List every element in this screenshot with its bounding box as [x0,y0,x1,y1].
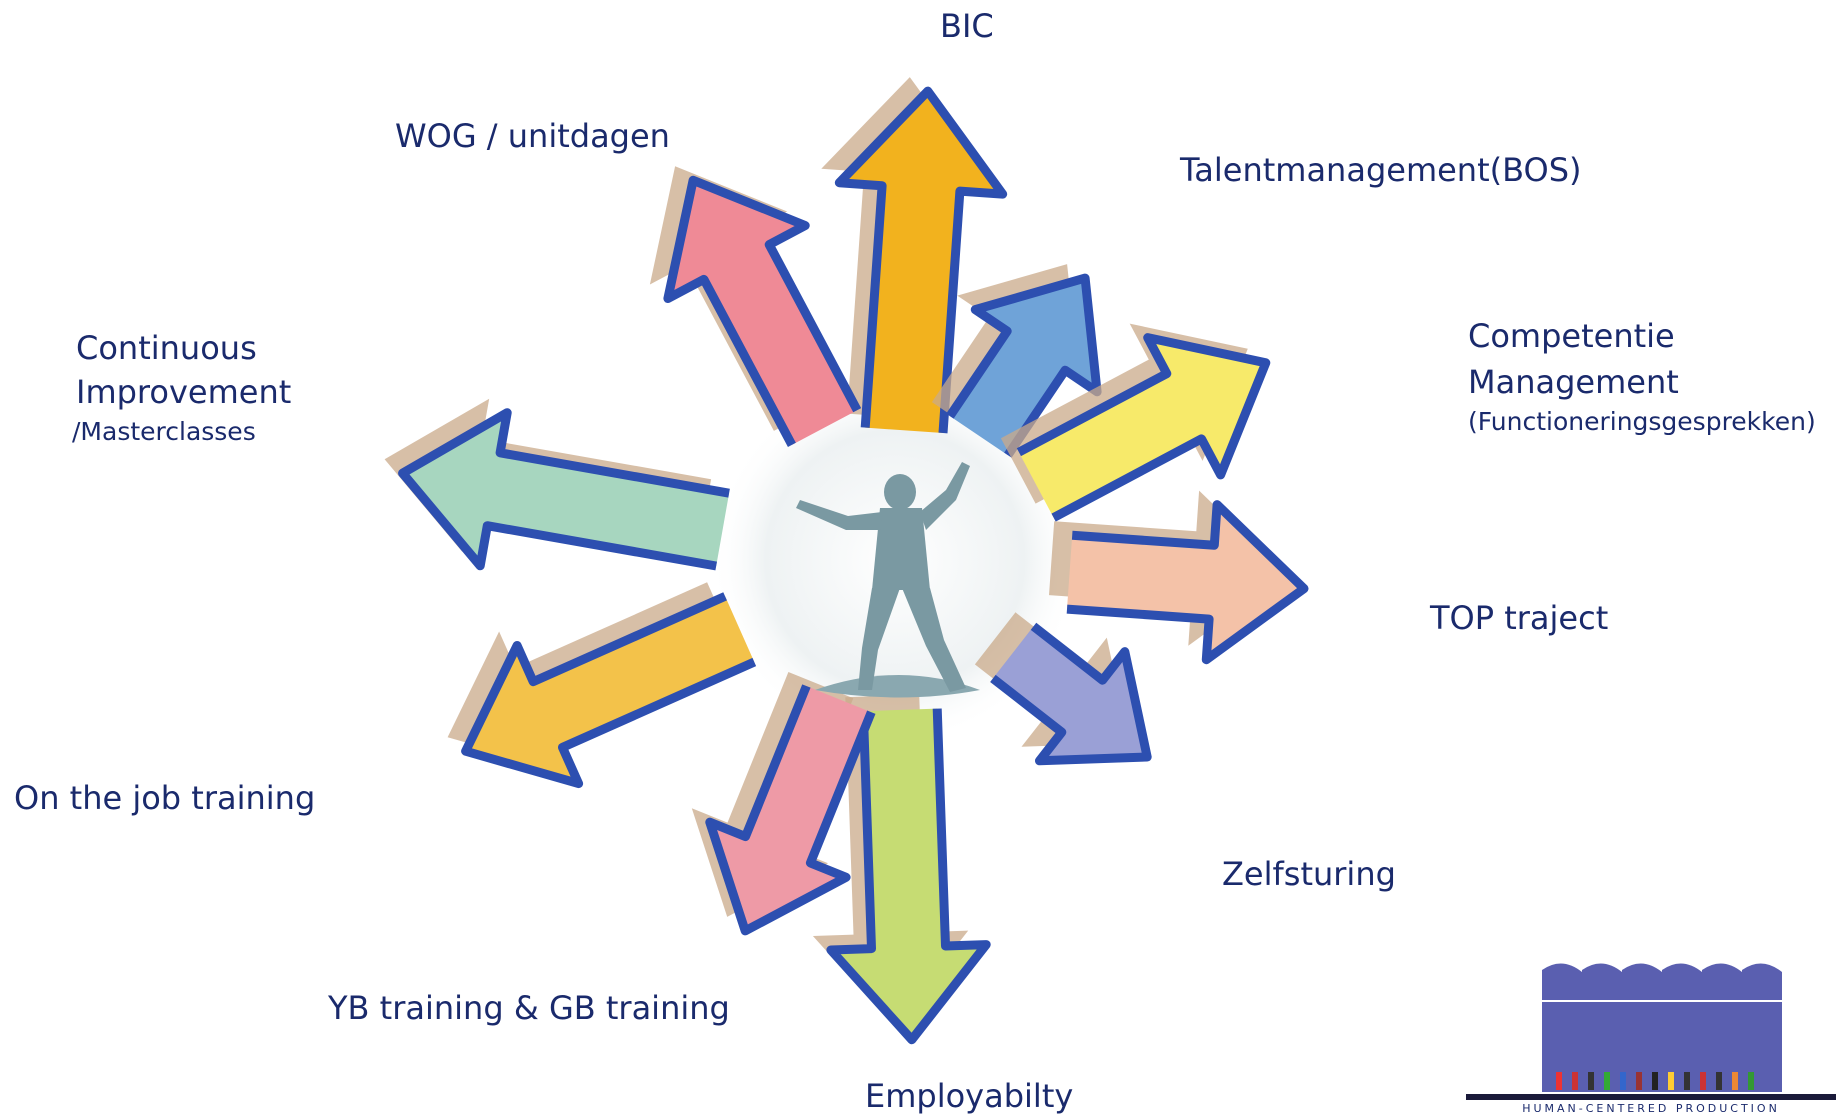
label-comp-1: Competentie [1468,317,1675,355]
label-talent: Talentmanagement(BOS) [1180,151,1582,189]
logo-base-line [1466,1094,1836,1100]
center-figure [796,462,970,692]
label-ci-3: /Masterclasses [72,417,256,446]
arrow-talent [946,273,1102,458]
logo-people [1556,1072,1754,1090]
arrow-top [1066,500,1309,665]
label-ci-2: Improvement [76,373,292,411]
logo-building [1542,1002,1782,1092]
arrow-zelfsturing [990,622,1152,766]
label-yb: YB training & GB training [328,989,730,1027]
arrow-yb [705,684,876,936]
label-employ: Employabilty [865,1077,1074,1115]
arrow-employability [826,708,991,1045]
arrows-layer [384,77,1309,1045]
label-ojt: On the job training [14,779,316,817]
label-comp-3: (Functioneringsgesprekken) [1468,407,1816,436]
arrow-bic [834,86,1008,434]
label-wog: WOG / unitdagen [395,117,670,155]
logo-caption: HUMAN-CENTERED PRODUCTION [1522,1102,1780,1115]
label-comp-2: Management [1468,363,1679,401]
label-bic: BIC [940,7,994,45]
label-zelfsturing: Zelfsturing [1222,855,1396,893]
arrow-competentie [1016,333,1271,522]
arrow-wog [663,175,862,448]
label-top: TOP traject [1430,599,1609,637]
arrow-ojt [461,592,757,789]
center-mound [815,675,980,698]
arrow-ci [398,408,730,571]
logo-roof [1542,963,1782,1000]
human-centered-production-logo [1466,963,1836,1100]
label-ci-1: Continuous [76,329,257,367]
